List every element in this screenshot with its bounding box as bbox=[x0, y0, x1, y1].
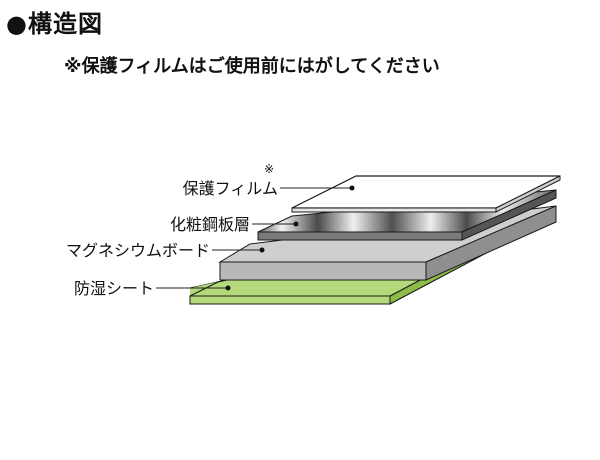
leader-lines bbox=[156, 185, 355, 291]
steel-sheet-label: 化粧鋼板層 bbox=[170, 215, 250, 234]
page-title: ●構造図 bbox=[6, 10, 103, 38]
peel-off-note: ※保護フィルムはご使用前にはがしてください bbox=[64, 56, 440, 77]
protective-film-label: 保護フィルム bbox=[183, 179, 278, 198]
magnesium-board-label: マグネシウムボード bbox=[66, 241, 210, 260]
protective-film-marker: ※ bbox=[264, 162, 274, 176]
protective-film-layer bbox=[291, 175, 561, 213]
moisture-sheet-label: 防湿シート bbox=[74, 279, 154, 298]
